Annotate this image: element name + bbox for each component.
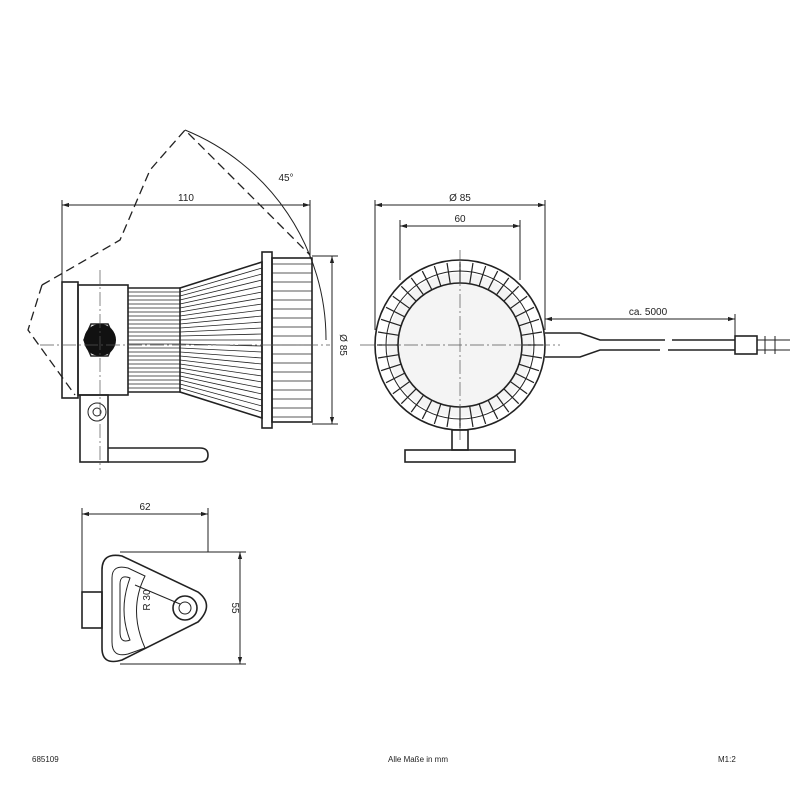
dim-angle-label: 45°: [278, 173, 293, 184]
stand-base: [404, 449, 516, 463]
fin-line: [487, 399, 499, 420]
fin-line: [179, 315, 263, 325]
fin-line: [179, 333, 263, 337]
bottom-dim-width-label: 62: [139, 502, 151, 513]
fin-line: [521, 331, 543, 336]
side-view: 110 45° Ø 85: [27, 129, 348, 470]
fin-line: [495, 394, 510, 413]
fin-line: [509, 380, 528, 395]
fin-line: [487, 270, 499, 291]
fin-line: [446, 262, 451, 284]
fin-line: [518, 363, 540, 372]
fin-line: [380, 363, 402, 372]
fin-line: [179, 351, 263, 359]
article-number: 685109: [32, 755, 59, 764]
fin-line: [179, 285, 263, 305]
fin-line: [433, 403, 442, 425]
fin-line: [410, 394, 425, 413]
units-note: Alle Maße in mm: [388, 755, 449, 764]
fin-line: [469, 406, 474, 428]
fin-line: [514, 372, 535, 384]
head-body: [271, 257, 313, 423]
fin-line: [179, 303, 263, 317]
fin-line: [179, 347, 263, 353]
fin-line: [421, 399, 433, 420]
tilt-arc: [184, 129, 327, 341]
fin-line: [179, 391, 263, 419]
fin-line: [179, 267, 263, 293]
fin-line: [446, 406, 451, 428]
fin-line: [392, 380, 411, 395]
back-plate: [61, 281, 79, 399]
fin-line: [478, 403, 487, 425]
fin-line: [503, 285, 520, 302]
fin-line: [179, 273, 263, 297]
fin-line: [469, 262, 474, 284]
fin-line: [179, 279, 263, 301]
cable: [545, 332, 735, 358]
tilt-outline-dashed: [27, 129, 311, 396]
fin-line: [385, 306, 406, 318]
bracket: [79, 394, 109, 463]
fin-line: [509, 295, 528, 310]
connector-pins: [757, 336, 790, 354]
scale-label: M1:2: [718, 755, 736, 764]
fin-line: [179, 371, 263, 389]
fin-line: [179, 355, 263, 365]
head-fins: [272, 263, 312, 418]
front-view: Ø 85 60 ca. 5000: [360, 193, 790, 463]
fin-line: [179, 383, 263, 407]
fin-line: [179, 367, 263, 383]
fin-line: [179, 309, 263, 321]
slot: [111, 566, 146, 656]
radius-label: R 30: [142, 589, 153, 611]
fin-line: [179, 363, 263, 377]
fin-line: [433, 265, 442, 287]
stub: [81, 591, 103, 629]
fin-line: [179, 327, 263, 333]
bottom-dim-height-label: 55: [229, 602, 240, 614]
fin-line: [503, 388, 520, 405]
fin-line: [179, 291, 263, 309]
fin-line: [521, 354, 543, 359]
fin-line: [400, 285, 417, 302]
bracket-bolt: [87, 402, 107, 422]
fin-line: [179, 321, 263, 329]
fin-line: [179, 359, 263, 371]
fin-line: [380, 318, 402, 327]
fin-line: [179, 387, 263, 413]
fin-line: [400, 388, 417, 405]
fin-line: [514, 306, 535, 318]
dim-diameter-label: Ø 85: [337, 334, 348, 356]
mount-plate: [101, 554, 208, 663]
fin-line: [179, 379, 263, 401]
mount-hole: [172, 595, 198, 621]
fin-line: [392, 295, 411, 310]
fin-line: [410, 277, 425, 296]
front-dim-diameter-label: Ø 85: [449, 193, 471, 204]
front-dim-inner-label: 60: [454, 214, 466, 225]
dim-width-label: 110: [178, 193, 194, 204]
fin-line: [385, 372, 406, 384]
fin-line: [421, 270, 433, 291]
cable-length-label: ca. 5000: [629, 307, 668, 318]
cooling-fins-cone: [179, 261, 263, 419]
fin-line: [179, 375, 263, 395]
fin-line: [179, 297, 263, 313]
fin-line: [495, 277, 510, 296]
fin-line: [179, 261, 263, 289]
bottom-view: R 30 62 55: [81, 502, 246, 665]
bracket-foot: [108, 447, 209, 463]
fin-line: [478, 265, 487, 287]
connector: [734, 335, 758, 355]
fin-line: [377, 331, 399, 336]
fin-line: [377, 354, 399, 359]
cooling-fins-rear: [128, 287, 180, 393]
front-fins: [377, 262, 543, 428]
fin-line: [518, 318, 540, 327]
head-flange: [261, 251, 273, 429]
